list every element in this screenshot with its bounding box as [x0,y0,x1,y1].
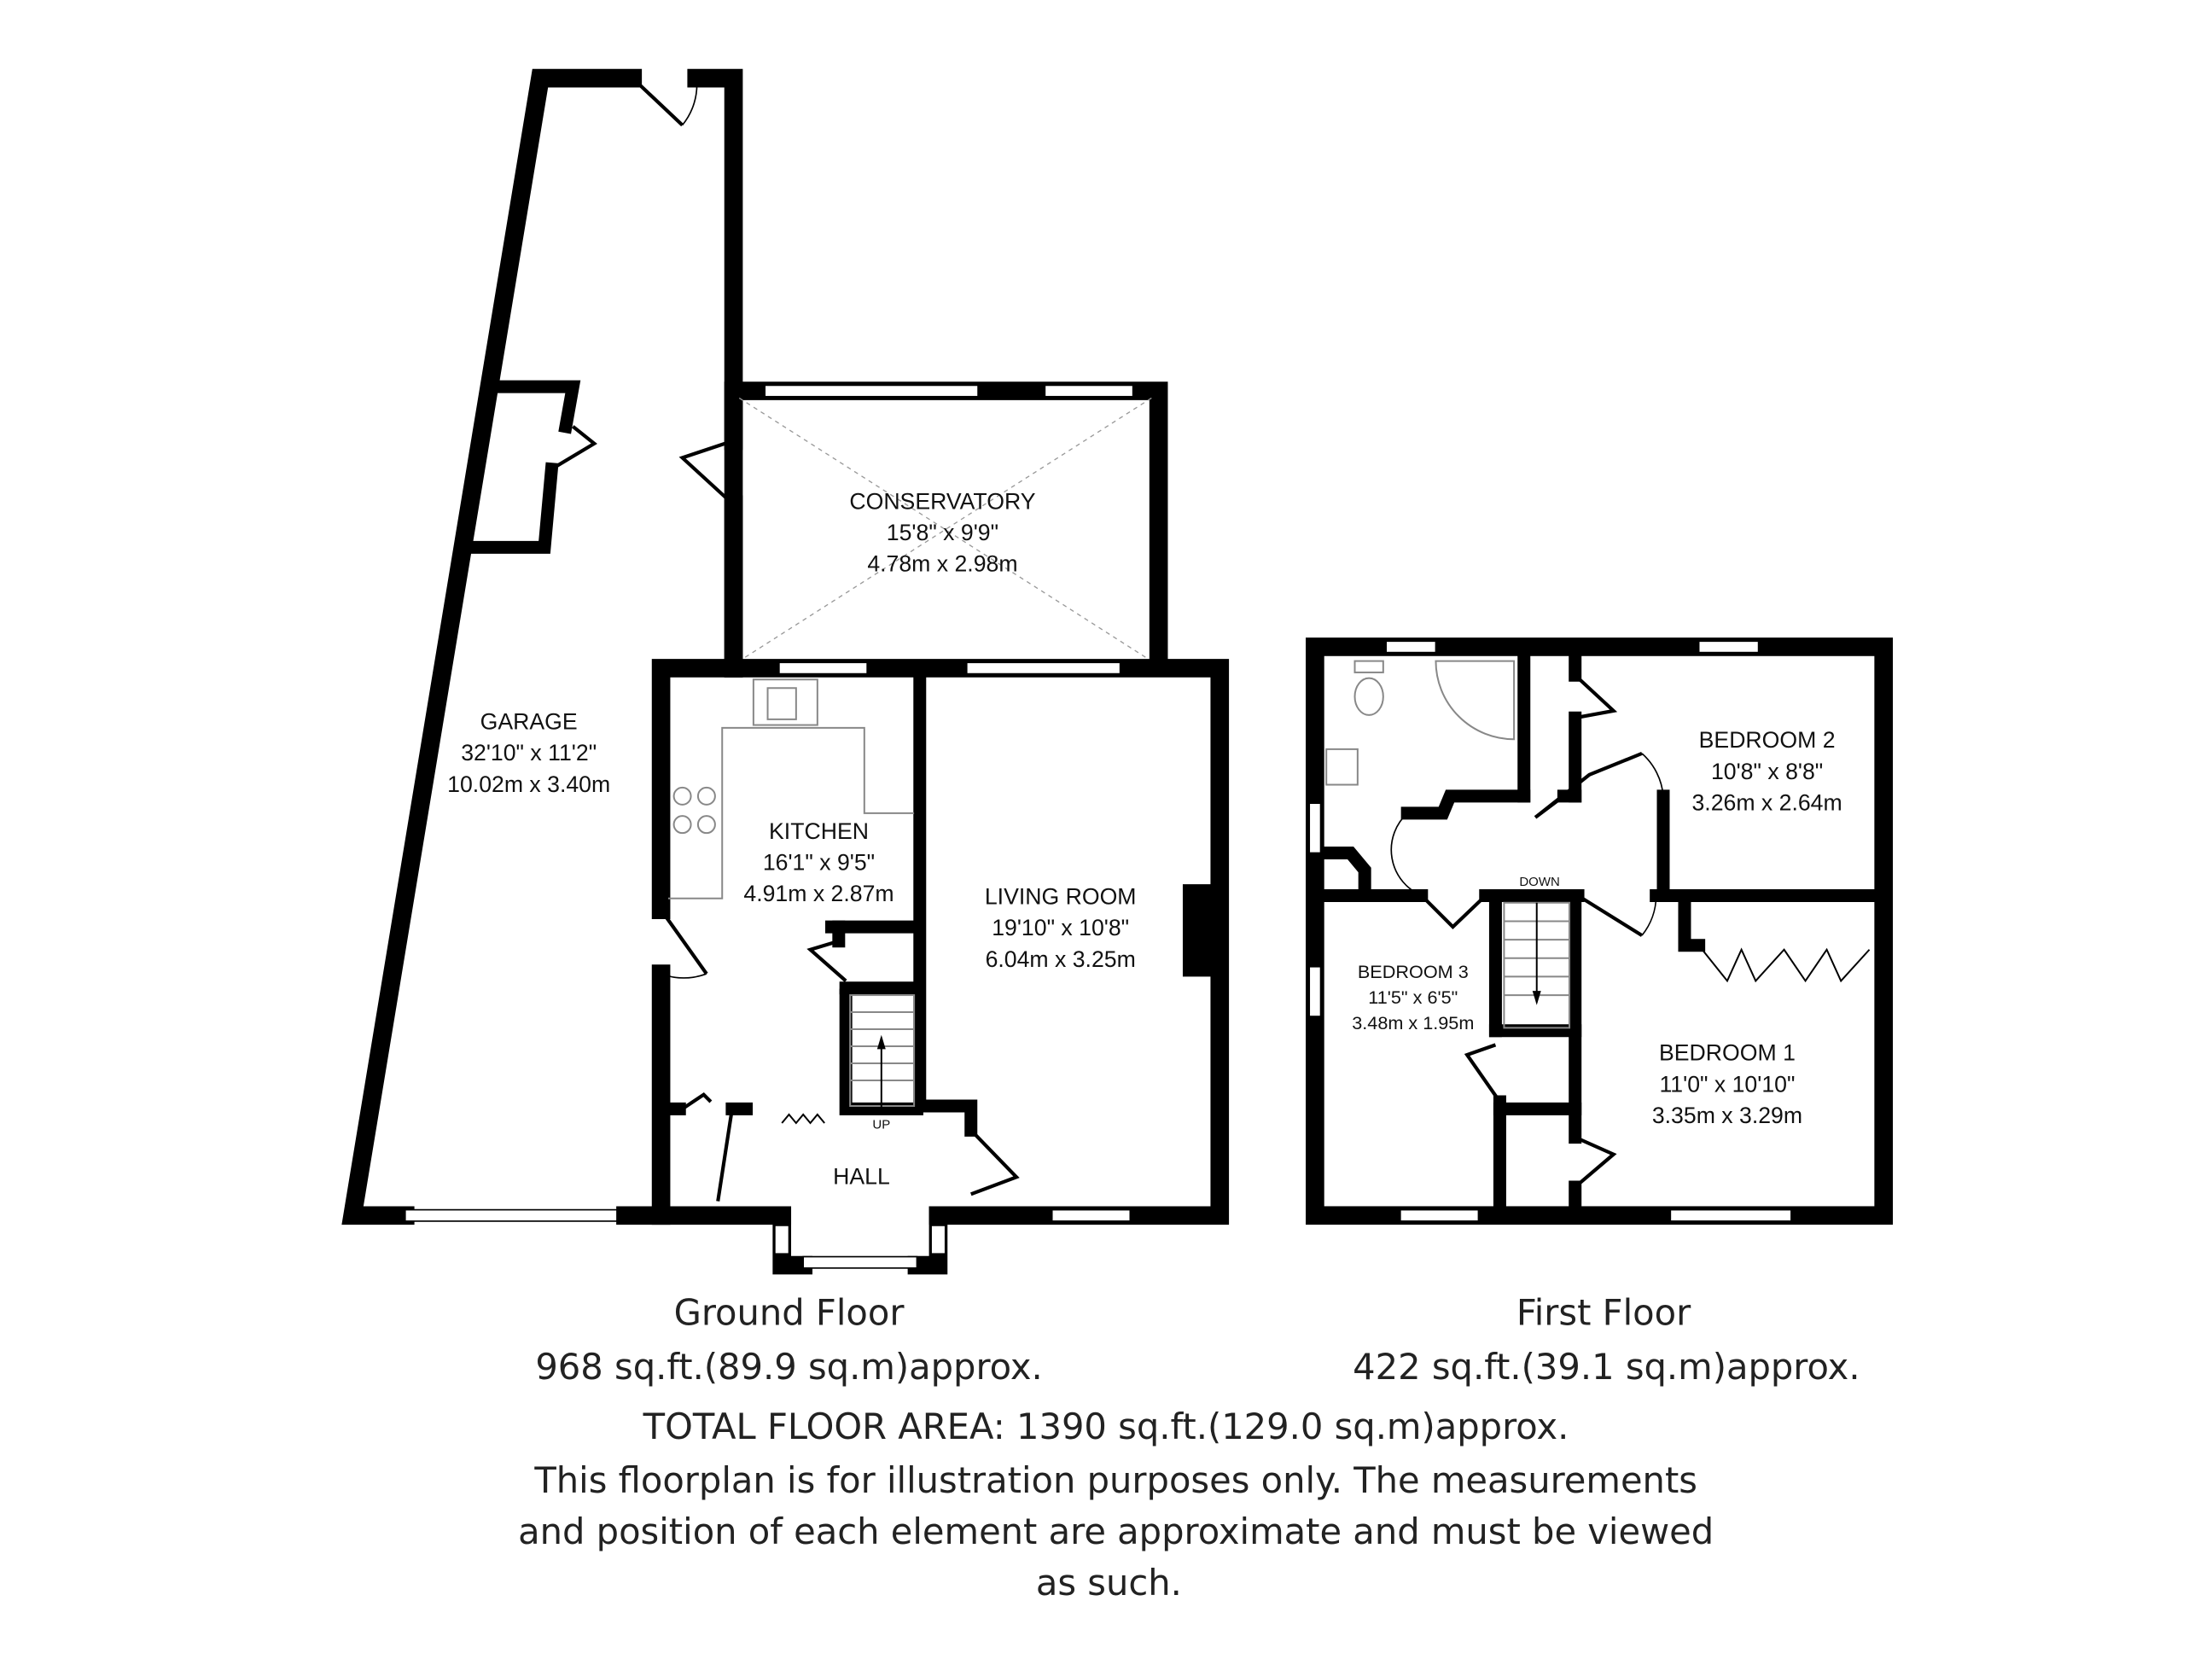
total-floor-area: TOTAL FLOOR AREA: 1390 sq.ft.(129.0 sq.m… [643,1406,1569,1447]
room-imperial: 15'8" x 9'9" [887,520,998,545]
stairs-down-label: DOWN [1519,875,1559,889]
room-imperial: 19'10" x 10'8" [992,915,1129,940]
room-name: KITCHEN [769,818,869,844]
room-name: BEDROOM 2 [1699,727,1836,753]
room-name: GARAGE [480,709,578,735]
room-name: BEDROOM 1 [1659,1040,1796,1066]
first-floor-area: 422 sq.ft.(39.1 sq.m)approx. [1353,1346,1860,1388]
room-label-garage: GARAGE 32'10" x 11'2" 10.02m x 3.40m [447,709,610,797]
room-label-conservatory: CONSERVATORY 15'8" x 9'9" 4.78m x 2.98m [849,488,1035,576]
ground-floor-plan [341,68,1230,1275]
ground-floor-title: Ground Floor [674,1292,905,1334]
room-metric: 3.26m x 2.64m [1691,790,1842,816]
room-metric: 4.78m x 2.98m [867,551,1017,577]
first-floor-plan [1306,637,1894,1225]
room-label-living-room: LIVING ROOM 19'10" x 10'8" 6.04m x 3.25m [985,883,1137,971]
room-label-kitchen: KITCHEN 16'1" x 9'5" 4.91m x 2.87m [743,818,894,906]
room-name: BEDROOM 3 [1358,961,1469,982]
stairs-up-label: UP [872,1118,890,1132]
room-imperial: 11'0" x 10'10" [1659,1071,1795,1097]
room-label-bedroom1: BEDROOM 1 11'0" x 10'10" 3.35m x 3.29m [1652,1040,1802,1128]
room-metric: 6.04m x 3.25m [986,946,1136,972]
room-name: CONSERVATORY [849,488,1035,514]
disclaimer-line-2: and position of each element are approxi… [518,1511,1714,1552]
disclaimer-line-1: This floorplan is for illustration purpo… [533,1459,1697,1501]
room-metric: 3.48m x 1.95m [1352,1012,1474,1033]
room-label-hall: HALL [833,1164,890,1190]
room-imperial: 10'8" x 8'8" [1711,759,1823,784]
first-floor-title: First Floor [1516,1292,1691,1334]
room-imperial: 11'5" x 6'5" [1368,987,1458,1008]
disclaimer-line-3: as such. [1036,1562,1182,1604]
ground-floor-area: 968 sq.ft.(89.9 sq.m)approx. [535,1346,1042,1388]
room-metric: 3.35m x 3.29m [1652,1103,1802,1128]
room-metric: 4.91m x 2.87m [743,881,894,906]
room-imperial: 16'1" x 9'5" [763,849,875,875]
room-metric: 10.02m x 3.40m [447,771,610,797]
room-label-bedroom3: BEDROOM 3 11'5" x 6'5" 3.48m x 1.95m [1352,961,1474,1033]
room-imperial: 32'10" x 11'2" [461,740,597,765]
room-name: LIVING ROOM [985,883,1137,909]
room-label-bedroom2: BEDROOM 2 10'8" x 8'8" 3.26m x 2.64m [1691,727,1842,815]
